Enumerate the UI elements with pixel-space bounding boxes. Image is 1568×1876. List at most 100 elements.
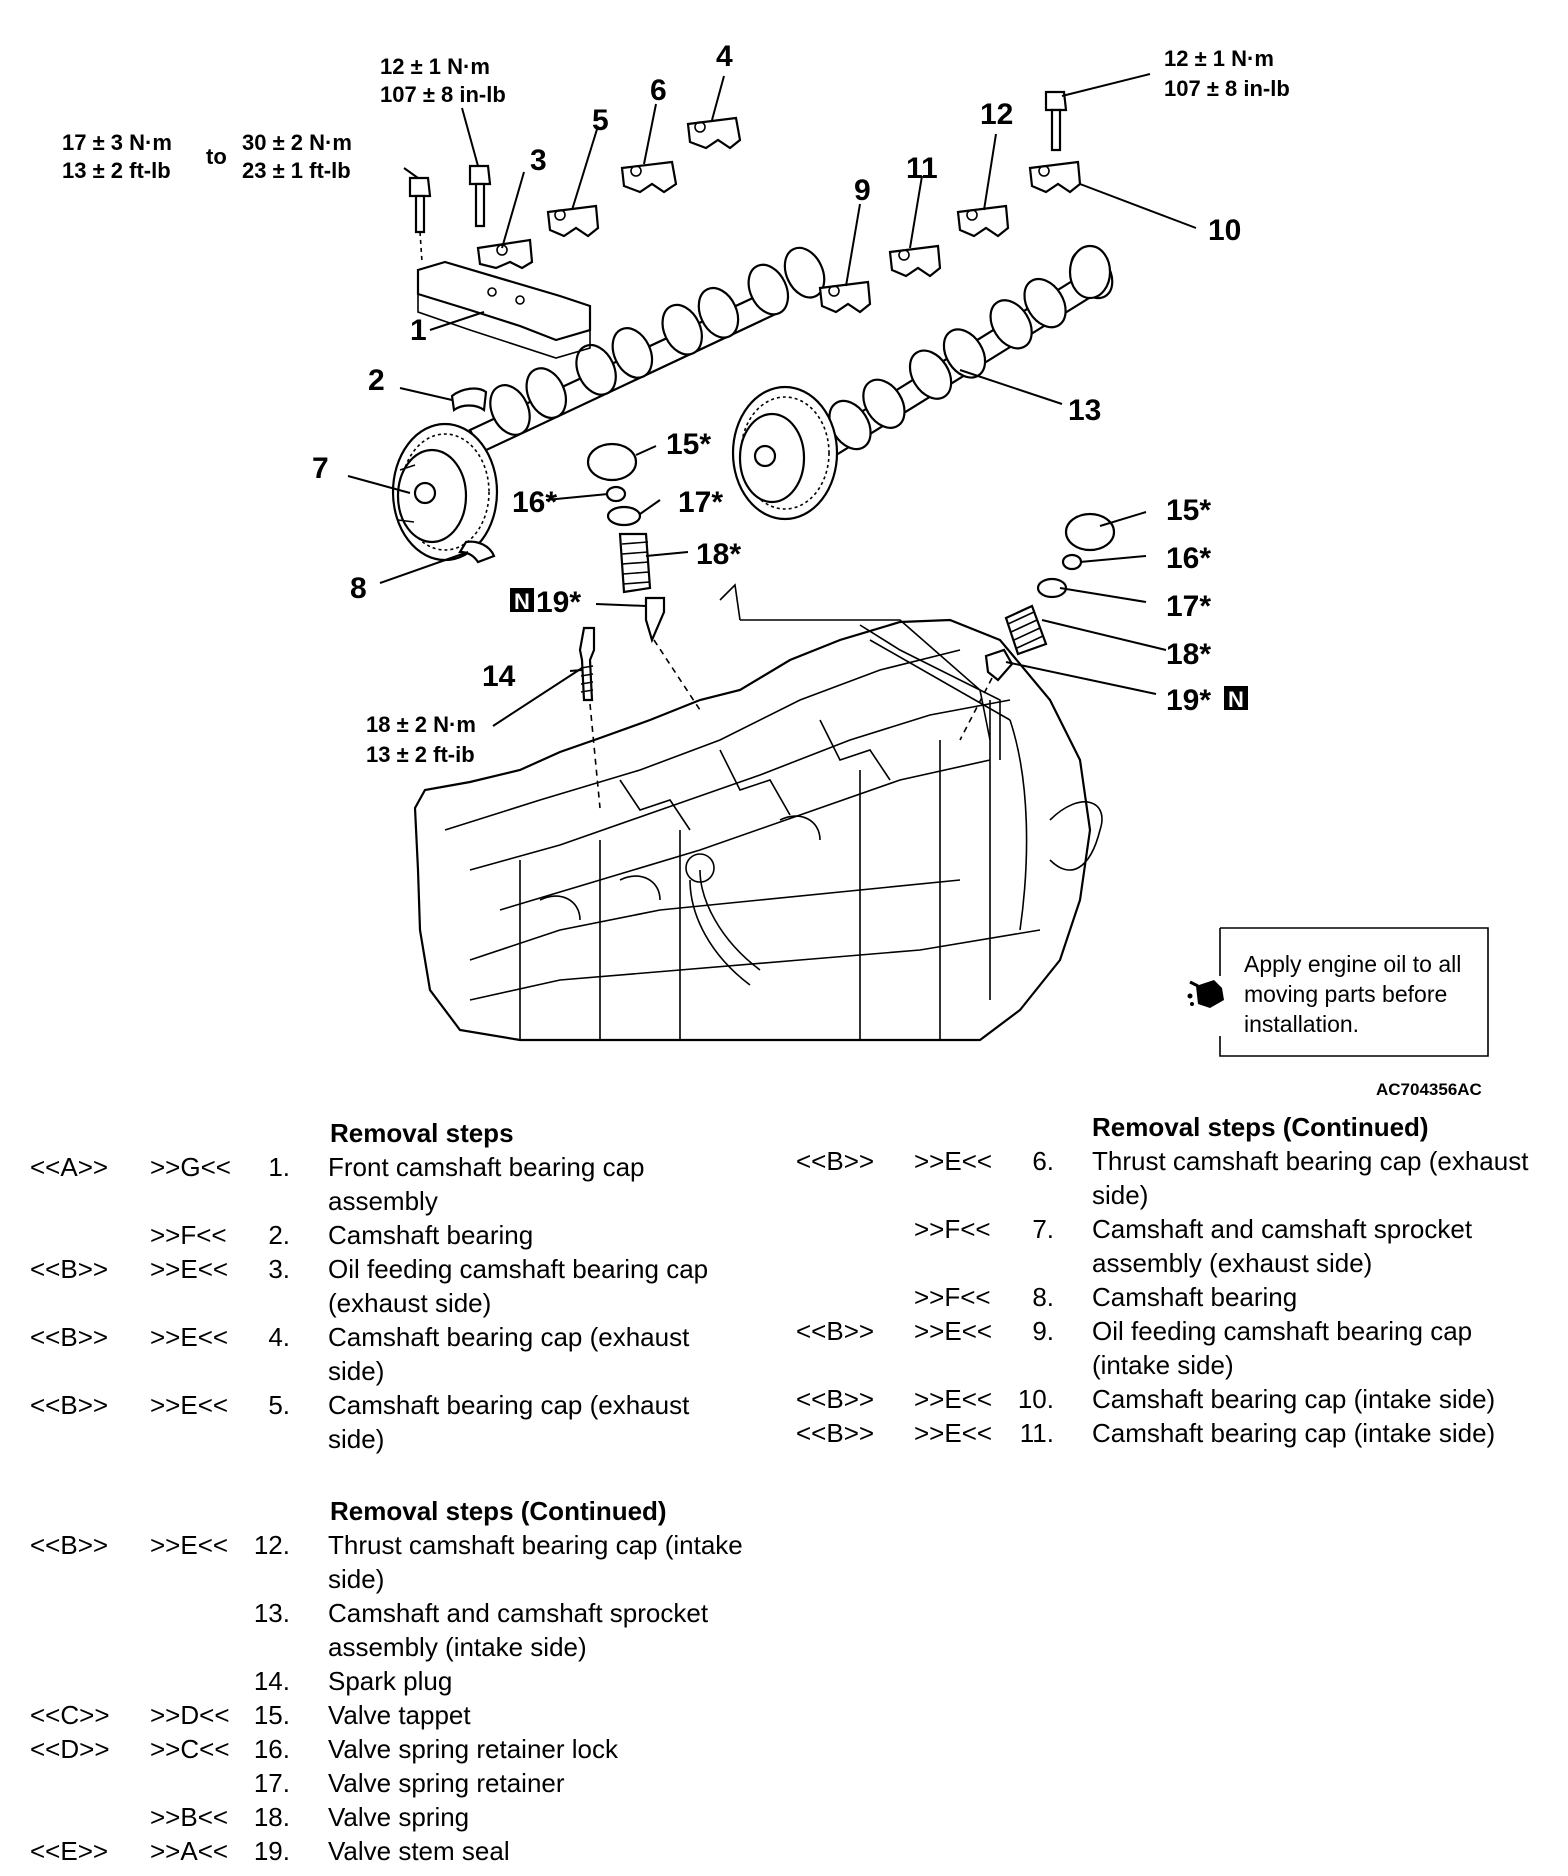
callout-2: 2 — [368, 364, 385, 397]
callout-7: 7 — [312, 452, 329, 485]
bolt-front-cap — [408, 176, 432, 263]
new-part-marker-exhaust — [510, 588, 534, 612]
exploded-view-diagram: 17 ± 3 N·m 13 ± 2 ft-lb to 30 ± 2 N·m 2 3… — [62, 40, 1489, 1057]
callout-8: 8 — [350, 572, 367, 605]
step-description: Valve spring — [328, 1802, 470, 1832]
installation-ref-code: >>B<< — [150, 1802, 229, 1832]
removal-step-row: <<E>>>>A<<19.Valve stem seal — [0, 1834, 780, 1868]
callout-19-intake: 19* — [1166, 684, 1211, 717]
installation-ref-code: >>E<< — [150, 1530, 229, 1560]
removal-step-row: 14.Spark plug — [0, 1664, 780, 1698]
figure-reference-code: AC704356AC — [1376, 1080, 1482, 1099]
callout-17-exhaust: 17* — [678, 486, 723, 519]
removal-ref-code: <<B>> — [30, 1254, 109, 1284]
callout-14: 14 — [482, 660, 516, 693]
svg-text:N: N — [1228, 687, 1244, 712]
bearing-cap-3 — [476, 238, 534, 270]
removal-ref-code: <<B>> — [30, 1322, 109, 1352]
torque-spark-plug-nm: 18 ± 2 N·m — [366, 712, 476, 737]
removal-step-row: <<B>>>>E<<3.Oil feeding camshaft bearing… — [0, 1252, 780, 1318]
step-number: 12. — [253, 1530, 290, 1560]
bearing-cap-12 — [956, 204, 1010, 238]
step-number: 2. — [268, 1220, 290, 1250]
torque-front-cap-min-ftlb: 13 ± 2 ft-lb — [62, 158, 171, 183]
callout-3: 3 — [530, 144, 547, 177]
step-number: 13. — [253, 1598, 290, 1628]
step-number: 3. — [268, 1254, 290, 1284]
installation-ref-code: >>D<< — [150, 1700, 230, 1730]
torque-spark-plug: 18 ± 2 N·m 13 ± 2 ft-ib — [366, 712, 476, 767]
torque-range-to: to — [206, 144, 227, 169]
removal-ref-code: <<B>> — [796, 1384, 875, 1414]
step-description: Camshaft bearing — [1092, 1282, 1298, 1312]
removal-steps-heading: Removal steps — [330, 1118, 514, 1148]
callout-1: 1 — [410, 314, 427, 347]
step-description: Camshaft bearing cap (intake side) — [1092, 1384, 1496, 1414]
callout-16-intake: 16* — [1166, 542, 1211, 575]
callout-11: 11 — [906, 152, 938, 185]
step-number: 15. — [253, 1700, 290, 1730]
step-number: 8. — [1032, 1282, 1054, 1312]
torque-exhaust-nm: 12 ± 1 N·m — [380, 54, 490, 79]
step-description: Valve tappet — [328, 1700, 471, 1730]
installation-ref-code: >>C<< — [150, 1734, 230, 1764]
step-description: Valve spring retainer — [328, 1768, 565, 1798]
step-description: Thrust camshaft bearing cap (intake side… — [328, 1530, 743, 1594]
step-description: Camshaft bearing — [328, 1220, 534, 1250]
callout-15-intake: 15* — [1166, 494, 1211, 527]
bearing-cap-6 — [620, 160, 678, 194]
step-description: Camshaft bearing cap (exhaust side) — [328, 1390, 690, 1454]
step-number: 17. — [253, 1768, 290, 1798]
exhaust-camshaft-sprocket — [391, 422, 499, 562]
exhaust-camshaft — [468, 246, 826, 454]
torque-exhaust-caps: 12 ± 1 N·m 107 ± 8 in-lb — [380, 54, 506, 107]
leader-lines — [347, 73, 1197, 727]
oil-note-line-1: Apply engine oil to all — [1244, 951, 1461, 977]
torque-front-cap: 17 ± 3 N·m 13 ± 2 ft-lb to 30 ± 2 N·m 23… — [62, 130, 352, 183]
torque-front-cap-max-nm: 30 ± 2 N·m — [242, 130, 352, 155]
callout-17-intake: 17* — [1166, 590, 1211, 623]
removal-steps-right: Removal steps (Continued) <<B>>>>E<<6.Th… — [786, 1110, 1566, 1450]
bearing-cap-10 — [1028, 160, 1082, 194]
valve-train-left — [586, 442, 701, 711]
torque-exhaust-inlb: 107 ± 8 in-lb — [380, 82, 506, 107]
removal-ref-code: <<B>> — [796, 1316, 875, 1346]
step-number: 14. — [253, 1666, 290, 1696]
valve-train-right — [959, 512, 1116, 741]
step-number: 4. — [268, 1322, 290, 1352]
callout-numbers: 1 2 3 4 5 6 7 8 9 10 11 12 13 14 15* 16*… — [312, 40, 1248, 717]
callout-19-exhaust: 19* — [536, 586, 581, 619]
camshaft-bearing-2 — [450, 387, 488, 413]
step-number: 19. — [253, 1836, 290, 1866]
svg-text:N: N — [514, 589, 530, 614]
installation-ref-code: >>E<< — [914, 1316, 993, 1346]
callout-15-exhaust: 15* — [666, 428, 711, 461]
removal-ref-code: <<B>> — [30, 1390, 109, 1420]
removal-step-row: 17. Valve spring retainer — [0, 1766, 780, 1800]
removal-step-row: <<C>> >>D<< 15. Valve tappet — [0, 1698, 780, 1732]
removal-step-row: <<B>>>>E<<12.Thrust camshaft bearing cap… — [0, 1528, 780, 1594]
torque-front-cap-min-nm: 17 ± 3 N·m — [62, 130, 172, 155]
installation-ref-code: >>E<< — [150, 1390, 229, 1420]
step-description: Valve spring retainer lock — [328, 1734, 618, 1764]
removal-step-row: <<D>>>>C<<16.Valve spring retainer lock — [0, 1732, 780, 1766]
spark-plug — [578, 626, 601, 809]
torque-spark-plug-ftlb: 13 ± 2 ft-ib — [366, 742, 475, 767]
removal-step-row: <<B>>>>E<<5.Camshaft bearing cap (exhaus… — [0, 1388, 780, 1454]
removal-step-row: <<B>>>>E<<10.Camshaft bearing cap (intak… — [786, 1382, 1566, 1416]
removal-step-row: >>F<<8.Camshaft bearing — [786, 1280, 1566, 1314]
removal-ref-code: <<B>> — [796, 1418, 875, 1448]
step-description: Camshaft and camshaft sprocket assembly … — [1092, 1214, 1473, 1278]
removal-step-row: <<B>>>>E<<6.Thrust camshaft bearing cap … — [786, 1144, 1566, 1210]
callout-13: 13 — [1068, 394, 1101, 427]
installation-ref-code: >>E<< — [150, 1322, 229, 1352]
step-number: 18. — [253, 1802, 290, 1832]
bolt-exhaust-cap — [468, 164, 492, 228]
bolt-intake-cap — [1044, 90, 1068, 152]
torque-intake-caps: 12 ± 1 N·m 107 ± 8 in-lb — [1164, 46, 1290, 101]
camshaft-bearing-8 — [458, 540, 496, 564]
new-part-marker-intake — [1224, 686, 1248, 710]
oil-note-line-2: moving parts before — [1244, 981, 1447, 1007]
removal-ref-code: <<C>> — [30, 1700, 110, 1730]
callout-12: 12 — [980, 98, 1013, 131]
